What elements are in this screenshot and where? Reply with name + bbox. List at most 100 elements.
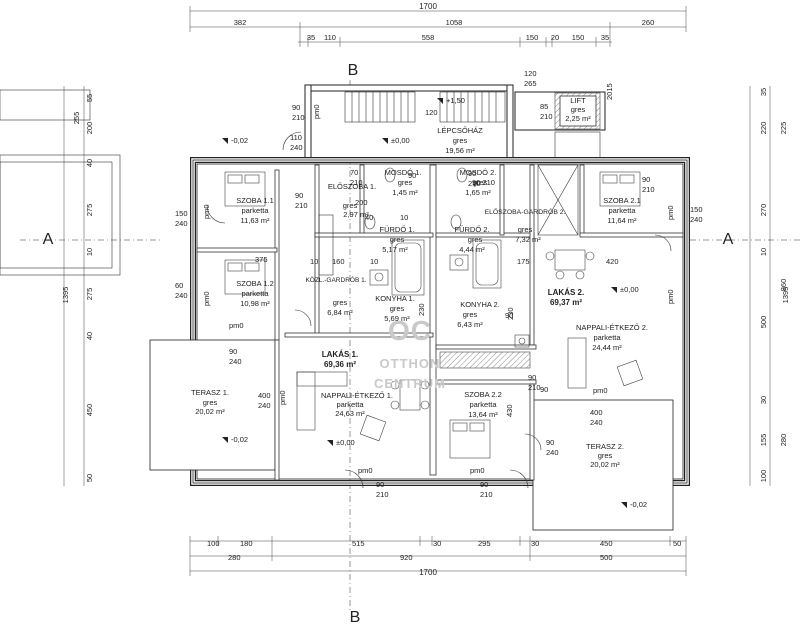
dim-top-r2-4: 150 [526,33,539,42]
dim-left-1: 255 [72,112,81,125]
room-szoba-2-1: SZOBA 2.1 parketta 11,64 m² [603,196,641,225]
room-lift: LIFT gres 2,25 m² [565,96,591,123]
dim-left-9: 50 [85,474,94,482]
svg-text:90 210: 90 210 [472,178,495,187]
svg-text:200: 200 [355,198,368,207]
svg-text:parketta: parketta [469,400,497,409]
svg-text:210: 210 [480,490,493,499]
left-exterior-frame [0,89,121,276]
room-furdo-2: FÜRDŐ 2. gres 4,44 m² [454,225,489,254]
svg-text:2015: 2015 [605,83,614,100]
svg-text:+1,50: +1,50 [446,96,465,105]
room-eloszoba-1: ELŐSZOBA 1. gres 2,97 m² [328,182,376,219]
bathtub-icon [391,239,502,296]
svg-text:210: 210 [642,185,655,194]
room-furdo-1: FÜRDŐ 1. gres 5,17 m² [379,225,414,254]
svg-text:±0,00: ±0,00 [391,136,410,145]
unit-2-name: LAKÁS 2. [548,288,584,297]
svg-text:60: 60 [175,281,183,290]
room-konyha-2: KONYHA 2. gres 6,43 m² [457,300,500,329]
door-swing-icon [206,131,672,489]
svg-text:13,64 m²: 13,64 m² [468,410,498,419]
svg-text:210: 210 [292,113,305,122]
dim-right-1: 35 [759,88,768,96]
dim-right-9: 500 [759,316,768,329]
dim-right-8: 10 [759,248,768,256]
svg-text:11,63 m²: 11,63 m² [240,216,270,225]
svg-text:pm0: pm0 [666,205,675,220]
svg-text:pm0: pm0 [358,466,373,475]
top-dimensions: 1700 382 1058 260 35 110 558 150 20 150 … [189,2,687,47]
svg-text:160: 160 [332,257,345,266]
svg-text:20,02 m²: 20,02 m² [195,407,225,416]
svg-text:2,97 m²: 2,97 m² [343,210,369,219]
building-outline [149,157,690,531]
dim-right-11: 155 [759,434,768,447]
svg-text:4,44 m²: 4,44 m² [459,245,485,254]
svg-text:110: 110 [290,133,302,142]
sink-icon [369,254,531,369]
svg-text:5,69 m²: 5,69 m² [384,314,410,323]
svg-text:pm0: pm0 [229,321,244,330]
svg-text:90: 90 [642,175,650,184]
svg-text:85: 85 [540,102,548,111]
section-marker-b-top: B [348,62,359,79]
dim-bot-r2-1: 280 [228,553,241,562]
dim-left-2: 200 [85,122,94,135]
dim-top-2: 1058 [446,18,463,27]
svg-text:90: 90 [376,480,384,489]
dim-bot-total: 1700 [419,568,437,577]
svg-text:90: 90 [505,311,513,320]
svg-text:120: 120 [425,108,438,117]
svg-text:230: 230 [506,307,515,320]
dim-bot-r2-3: 500 [600,553,613,562]
svg-text:-0,02: -0,02 [231,435,248,444]
svg-text:pm0: pm0 [202,291,211,306]
svg-text:pm0: pm0 [312,104,321,119]
dim-top-r2-7: 35 [601,33,609,42]
svg-text:210: 210 [468,179,481,188]
svg-text:70: 70 [350,168,358,177]
armchair-icon [359,359,644,442]
svg-text:±0,00: ±0,00 [620,285,639,294]
bed-icon [224,171,641,459]
dim-bot-3: 515 [352,539,365,548]
room-mosdo-1: MOSDÓ 1. gres 1,45 m² [385,168,422,197]
svg-text:gres: gres [390,304,405,313]
svg-text:240: 240 [175,219,188,228]
dim-left-7: 40 [85,332,94,340]
svg-text:TERASZ 1.: TERASZ 1. [191,388,229,397]
svg-text:ELŐSZOBA-GARDRÓB 2.: ELŐSZOBA-GARDRÓB 2. [485,207,566,216]
misc-dimensions: 10 375 160 175 420 10 200 10 40 90 90 90… [255,83,619,417]
dim-right-5: 280 [779,434,788,447]
svg-text:240: 240 [546,448,559,457]
svg-text:KÖZL.-GARDRÓB 1.: KÖZL.-GARDRÓB 1. [305,275,366,284]
svg-text:parketta: parketta [336,400,364,409]
internal-walls [196,164,684,481]
svg-text:FÜRDŐ 2.: FÜRDŐ 2. [454,225,489,234]
room-terasz-2: TERASZ 2. gres 20,02 m² [586,442,624,469]
svg-text:KONYHA 2.: KONYHA 2. [460,300,500,309]
svg-text:LIFT: LIFT [570,96,586,105]
svg-text:430: 430 [505,404,514,417]
svg-text:210: 210 [528,383,541,392]
dim-top-r2-2: 110 [324,33,336,42]
svg-text:FÜRDŐ 1.: FÜRDŐ 1. [379,225,414,234]
svg-text:120: 120 [524,69,537,78]
unit-1-area: 69,36 m² [324,360,356,369]
svg-text:150: 150 [690,205,703,214]
svg-text:2,25 m²: 2,25 m² [565,114,591,123]
room-nappali-etkezo-2: NAPPALI-ÉTKEZŐ 2. parketta 24,44 m² [576,323,648,352]
svg-text:NAPPALI-ÉTKEZŐ 2.: NAPPALI-ÉTKEZŐ 2. [576,323,648,332]
svg-text:gres: gres [463,310,478,319]
svg-text:40: 40 [365,213,373,222]
unit-1-name: LAKÁS 1. [322,350,358,359]
room-labels: LÉPCSŐHÁZ gres 19,56 m² LIFT gres 2,25 m… [191,96,648,469]
stair-block [304,84,606,161]
svg-text:TERASZ 2.: TERASZ 2. [586,442,624,451]
watermark-logo: OC [388,315,432,346]
svg-text:240: 240 [690,215,703,224]
svg-text:SZOBA 2.1: SZOBA 2.1 [603,196,641,205]
